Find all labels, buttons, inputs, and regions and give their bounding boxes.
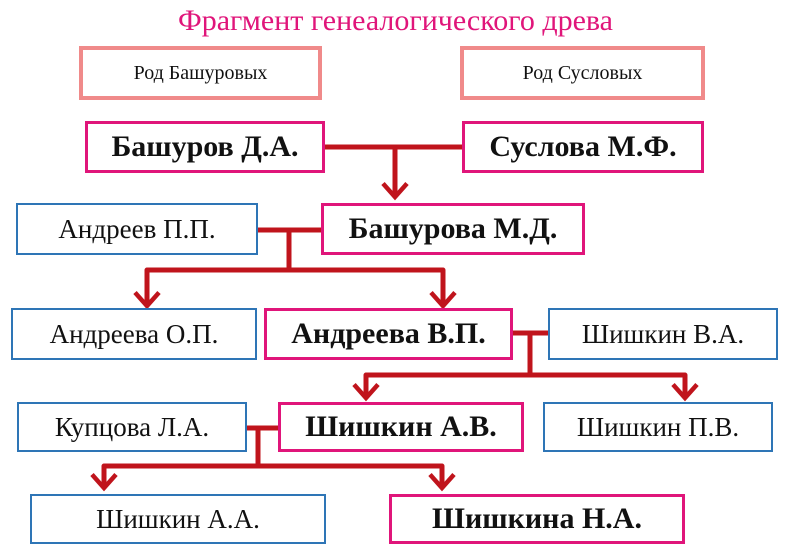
person-shishkin-av: Шишкин А.В. [278, 402, 524, 452]
person-shishkina-na: Шишкина Н.А. [389, 494, 685, 544]
descent-branch-shishkin-pv [530, 372, 699, 402]
person-shishkin-aa: Шишкин А.А. [30, 494, 326, 544]
person-andreeva-op: Андреева О.П. [11, 308, 257, 360]
diagram-title: Фрагмент генеалогического древа [178, 4, 613, 37]
descent-branch-shishkina-na [258, 463, 456, 492]
person-suslova-mf: Суслова М.Ф. [462, 121, 704, 173]
person-andreev-pp: Андреев П.П. [16, 203, 258, 255]
descent-branch-andreeva [133, 230, 292, 310]
descent-branch-andreeva-vp [289, 267, 457, 310]
person-shishkin-va: Шишкин В.А. [548, 308, 778, 360]
person-kuptsova-la: Купцова Л.А. [17, 402, 247, 452]
person-bashurova-md: Башурова М.Д. [321, 203, 585, 255]
person-shishkin-pv: Шишкин П.В. [543, 402, 773, 452]
descent-branch-shishkin-av [352, 333, 533, 402]
person-bashurov-da: Башуров Д.А. [85, 121, 325, 173]
clan-suslov-box: Род Сусловых [460, 46, 705, 100]
descent-branch-shishkin-aa [90, 428, 261, 492]
person-andreeva-vp: Андреева В.П. [264, 308, 513, 360]
clan-bashurov-box: Род Башуровых [79, 46, 322, 100]
